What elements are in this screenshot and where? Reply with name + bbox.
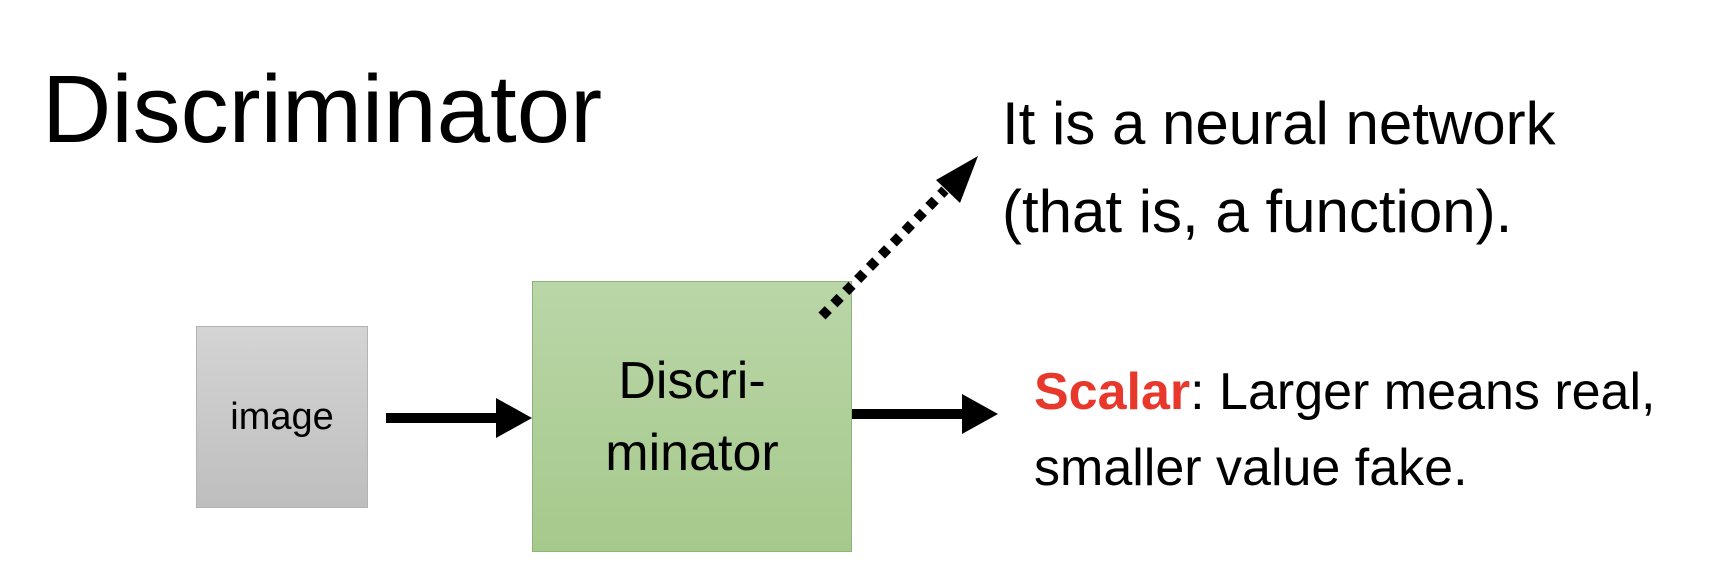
input-image-box: image — [196, 326, 368, 508]
input-image-label: image — [230, 396, 334, 438]
output-arrow — [852, 394, 998, 434]
scalar-output-note-line-1-rest: : Larger means real, — [1190, 363, 1656, 421]
scalar-output-note-line-1: Scalar: Larger means real, — [1034, 354, 1655, 430]
page-title: Discriminator — [42, 56, 603, 163]
discriminator-label-line-1: Discri- — [618, 351, 766, 410]
dotted-pointer-arrow — [818, 156, 978, 320]
neural-network-note-line-2: (that is, a function). — [1002, 178, 1513, 245]
input-arrow — [386, 398, 532, 438]
discriminator-box: Discri- minator — [532, 281, 852, 552]
scalar-highlight: Scalar — [1034, 363, 1191, 421]
neural-network-note-line-1: It is a neural network — [1002, 90, 1556, 157]
neural-network-note: It is a neural network (that is, a funct… — [1002, 80, 1556, 256]
discriminator-label-line-2: minator — [605, 423, 779, 482]
scalar-output-note-line-2: smaller value fake. — [1034, 439, 1468, 497]
scalar-output-note: Scalar: Larger means real, smaller value… — [1034, 354, 1655, 506]
